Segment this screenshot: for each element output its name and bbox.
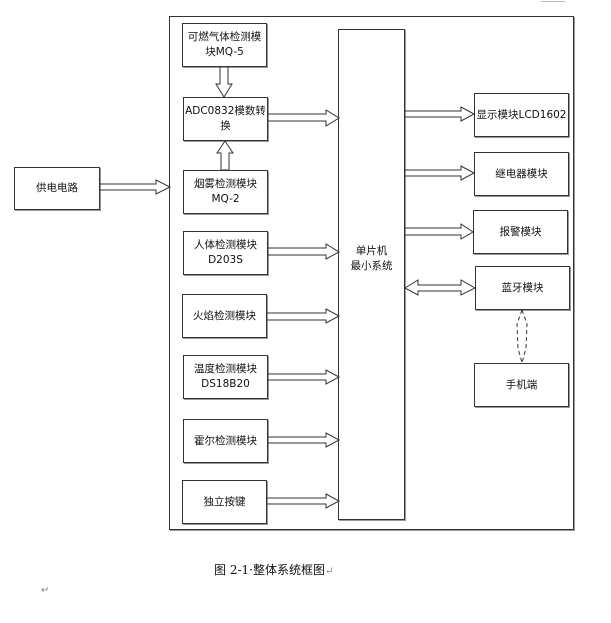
temp-sensor-box: 温度检测模块 DS18B20 — [183, 355, 268, 399]
mcu-label: 单片机 最小系统 — [350, 244, 393, 272]
human-sensor-box: 人体检测模块 D203S — [183, 231, 268, 275]
smoke-sensor-label: 烟雾检测模块 MQ-2 — [194, 178, 257, 205]
power-supply-label: 供电电路 — [36, 182, 78, 194]
bluetooth-label: 蓝牙模块 — [501, 281, 544, 294]
relay-label: 继电器模块 — [495, 167, 548, 180]
caption-text: 图 2-1·整体系统框图 — [214, 563, 325, 577]
smoke-sensor-box: 烟雾检测模块 MQ-2 — [183, 170, 268, 214]
alarm-box: 报警模块 — [473, 210, 568, 254]
phone-label: 手机端 — [505, 378, 538, 391]
paragraph-mark-icon: ↵ — [324, 566, 334, 577]
lcd-box: 显示模块LCD1602 — [474, 93, 569, 137]
system-frame — [169, 16, 574, 530]
paragraph-mark-icon: ↵ — [41, 585, 50, 596]
relay-box: 继电器模块 — [474, 152, 569, 196]
gas-sensor-box: 可燃气体检测模 块MQ-5 — [182, 23, 267, 67]
temp-sensor-label: 温度检测模块 DS18B20 — [194, 363, 257, 390]
bluetooth-box: 蓝牙模块 — [475, 266, 570, 310]
flame-sensor-label: 火焰检测模块 — [193, 309, 256, 322]
gas-sensor-label: 可燃气体检测模 块MQ-5 — [187, 31, 262, 58]
key-label: 独立按键 — [203, 495, 246, 508]
phone-box: 手机端 — [474, 363, 569, 407]
key-box: 独立按键 — [182, 480, 267, 524]
arrow-power — [99, 179, 172, 195]
alarm-label: 报警模块 — [499, 225, 542, 238]
lcd-label: 显示模块LCD1602 — [476, 108, 567, 121]
top-rule — [541, 1, 565, 2]
human-sensor-label: 人体检测模块 D203S — [194, 239, 257, 266]
flame-sensor-box: 火焰检测模块 — [182, 294, 267, 338]
adc-box: ADC0832模数转 换 — [183, 97, 268, 141]
figure-caption: 图 2-1·整体系统框图↵ — [214, 561, 333, 578]
power-supply-box: 供电电路 — [14, 167, 100, 210]
adc-label: ADC0832模数转 换 — [185, 105, 266, 132]
hall-sensor-label: 霍尔检测模块 — [194, 434, 257, 447]
hall-sensor-box: 霍尔检测模块 — [183, 419, 268, 463]
mcu-box: 单片机 最小系统 — [338, 29, 405, 520]
